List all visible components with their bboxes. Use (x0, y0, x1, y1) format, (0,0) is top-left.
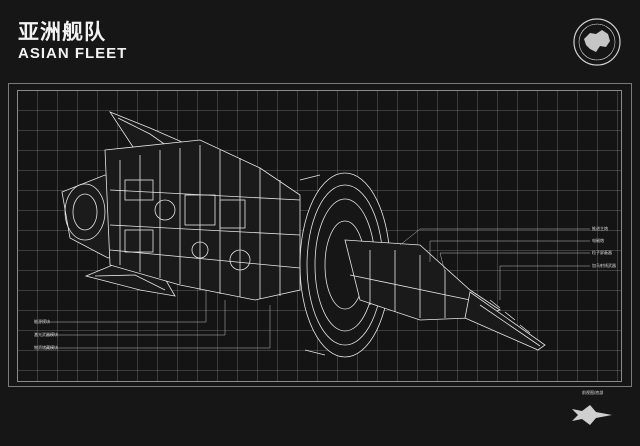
callout-energy-module: 能源模块 (34, 319, 50, 324)
page-title: 亚洲舰队 (18, 20, 106, 44)
callout-railgun: 电磁炮 (592, 238, 604, 243)
page-subtitle: ASIAN FLEET (18, 45, 128, 62)
footer-divider (8, 386, 632, 387)
frame-left-edge (8, 83, 9, 387)
callout-laser-module: 激光武器模块 (34, 332, 58, 337)
callout-main-cannon: 推进主炮 (592, 226, 608, 231)
frame-right-edge (631, 83, 632, 387)
callout-particle-shield: 粒子屏蔽器 (592, 250, 612, 255)
ship-silhouette-icon (572, 405, 612, 425)
footer-view-label: 前视图/底部 (582, 390, 604, 395)
callout-gamma-weapon: 加马射线武器 (592, 263, 616, 268)
callout-storage-module: 物资储藏模块 (34, 345, 58, 350)
fleet-emblem-icon (573, 18, 621, 66)
header-divider (8, 83, 632, 84)
